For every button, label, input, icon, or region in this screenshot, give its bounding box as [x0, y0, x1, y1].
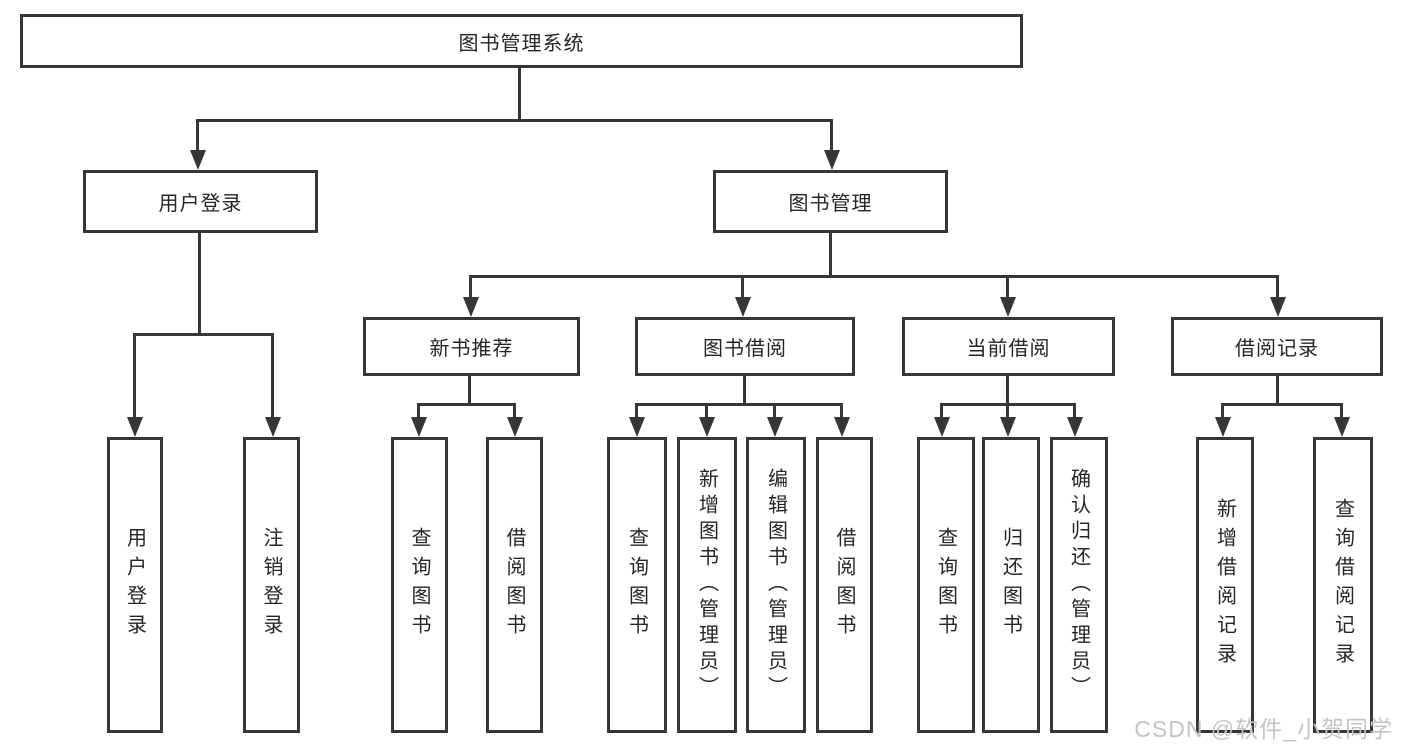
- node-current-borrowing-label: 当前借阅: [966, 338, 1051, 360]
- arrowhead-icon: [824, 150, 840, 170]
- connector-line: [741, 275, 744, 300]
- leaf-current-query-book-label: 查询图书: [934, 527, 957, 643]
- connector-line: [469, 275, 472, 300]
- arrowhead-icon: [934, 417, 950, 437]
- connector-line: [773, 403, 776, 419]
- arrowhead-icon: [834, 417, 850, 437]
- leaf-logout: 注销登录: [243, 437, 300, 733]
- leaf-add-book-admin: 新增图书（管理员）: [677, 437, 737, 733]
- arrowhead-icon: [1067, 417, 1083, 437]
- csdn-watermark: CSDN @软件_小贺同学: [1134, 716, 1393, 742]
- arrowhead-icon: [265, 417, 281, 437]
- connector-line: [940, 403, 943, 419]
- leaf-borrowing-borrow-book-label: 借阅图书: [833, 527, 855, 643]
- connector-line: [743, 376, 746, 406]
- leaf-borrowing-query-book-label: 查询图书: [625, 527, 648, 643]
- arrowhead-icon: [629, 417, 645, 437]
- connector-line: [196, 119, 199, 153]
- connector-line: [1340, 403, 1343, 419]
- node-book-borrowing: 图书借阅: [635, 317, 855, 376]
- connector-line: [469, 275, 1279, 278]
- node-book-borrowing-label: 图书借阅: [703, 338, 787, 360]
- node-current-borrowing: 当前借阅: [902, 317, 1115, 376]
- leaf-add-book-admin-label: 新增图书（管理员）: [695, 468, 718, 702]
- leaf-return-book: 归还图书: [982, 437, 1040, 733]
- connector-line: [271, 333, 274, 419]
- connector-line: [705, 403, 708, 419]
- node-new-book-recommend-label: 新书推荐: [429, 338, 514, 360]
- connector-line: [840, 403, 843, 419]
- arrowhead-icon: [411, 417, 427, 437]
- arrowhead-icon: [699, 417, 715, 437]
- arrowhead-icon: [1334, 417, 1350, 437]
- connector-line: [468, 376, 471, 406]
- leaf-confirm-return-admin: 确认归还（管理员）: [1050, 437, 1108, 733]
- arrowhead-icon: [463, 297, 479, 317]
- arrowhead-icon: [190, 150, 206, 170]
- arrowhead-icon: [1215, 417, 1231, 437]
- connector-line: [518, 68, 521, 121]
- arrowhead-icon: [735, 297, 751, 317]
- leaf-return-book-label: 归还图书: [999, 527, 1022, 643]
- leaf-user-login-label: 用户登录: [123, 527, 146, 643]
- leaf-add-borrow-record-label: 新增借阅记录: [1213, 498, 1236, 672]
- connector-line: [830, 119, 833, 153]
- leaf-recommend-borrow-book: 借阅图书: [486, 437, 543, 733]
- node-library-system: 图书管理系统: [20, 14, 1023, 68]
- leaf-query-borrow-record: 查询借阅记录: [1313, 437, 1373, 733]
- leaf-current-query-book: 查询图书: [917, 437, 975, 733]
- connector-line: [133, 333, 274, 336]
- arrowhead-icon: [127, 417, 143, 437]
- node-library-system-label: 图书管理系统: [458, 32, 585, 55]
- connector-line: [133, 333, 136, 419]
- leaf-edit-book-admin-label: 编辑图书（管理员）: [764, 468, 787, 702]
- leaf-add-borrow-record: 新增借阅记录: [1196, 437, 1254, 733]
- connector-line: [198, 233, 201, 336]
- connector-line: [513, 403, 516, 419]
- leaf-recommend-borrow-book-label: 借阅图书: [503, 527, 525, 643]
- connector-line: [1276, 275, 1279, 300]
- connector-line: [635, 403, 638, 419]
- node-book-management: 图书管理: [713, 170, 948, 233]
- connector-line: [1073, 403, 1076, 419]
- connector-line: [1221, 403, 1343, 406]
- arrowhead-icon: [767, 417, 783, 437]
- arrowhead-icon: [1270, 297, 1286, 317]
- connector-line: [196, 119, 833, 122]
- connector-line: [1006, 403, 1009, 419]
- connector-line: [635, 403, 843, 406]
- leaf-borrowing-query-book: 查询图书: [607, 437, 667, 733]
- leaf-query-borrow-record-label: 查询借阅记录: [1331, 498, 1354, 672]
- leaf-borrowing-borrow-book: 借阅图书: [816, 437, 873, 733]
- connector-line: [417, 403, 516, 406]
- connector-line: [1276, 376, 1279, 406]
- node-book-management-label: 图书管理: [788, 193, 873, 215]
- connector-line: [829, 233, 832, 278]
- connector-line: [417, 403, 420, 419]
- arrowhead-icon: [1000, 417, 1016, 437]
- arrowhead-icon: [507, 417, 523, 437]
- connector-line: [1221, 403, 1224, 419]
- node-user-login-label: 用户登录: [158, 193, 243, 215]
- leaf-user-login: 用户登录: [107, 437, 163, 733]
- leaf-recommend-query-book: 查询图书: [391, 437, 448, 733]
- node-new-book-recommend: 新书推荐: [363, 317, 580, 376]
- connector-line: [1006, 275, 1009, 300]
- node-user-login: 用户登录: [83, 170, 318, 233]
- leaf-logout-label: 注销登录: [260, 527, 282, 643]
- leaf-edit-book-admin: 编辑图书（管理员）: [746, 437, 806, 733]
- node-borrow-records: 借阅记录: [1171, 317, 1383, 376]
- connector-line: [1006, 376, 1009, 406]
- node-borrow-records-label: 借阅记录: [1235, 338, 1319, 360]
- leaf-recommend-query-book-label: 查询图书: [408, 527, 430, 643]
- arrowhead-icon: [1000, 297, 1016, 317]
- leaf-confirm-return-admin-label: 确认归还（管理员）: [1067, 468, 1090, 702]
